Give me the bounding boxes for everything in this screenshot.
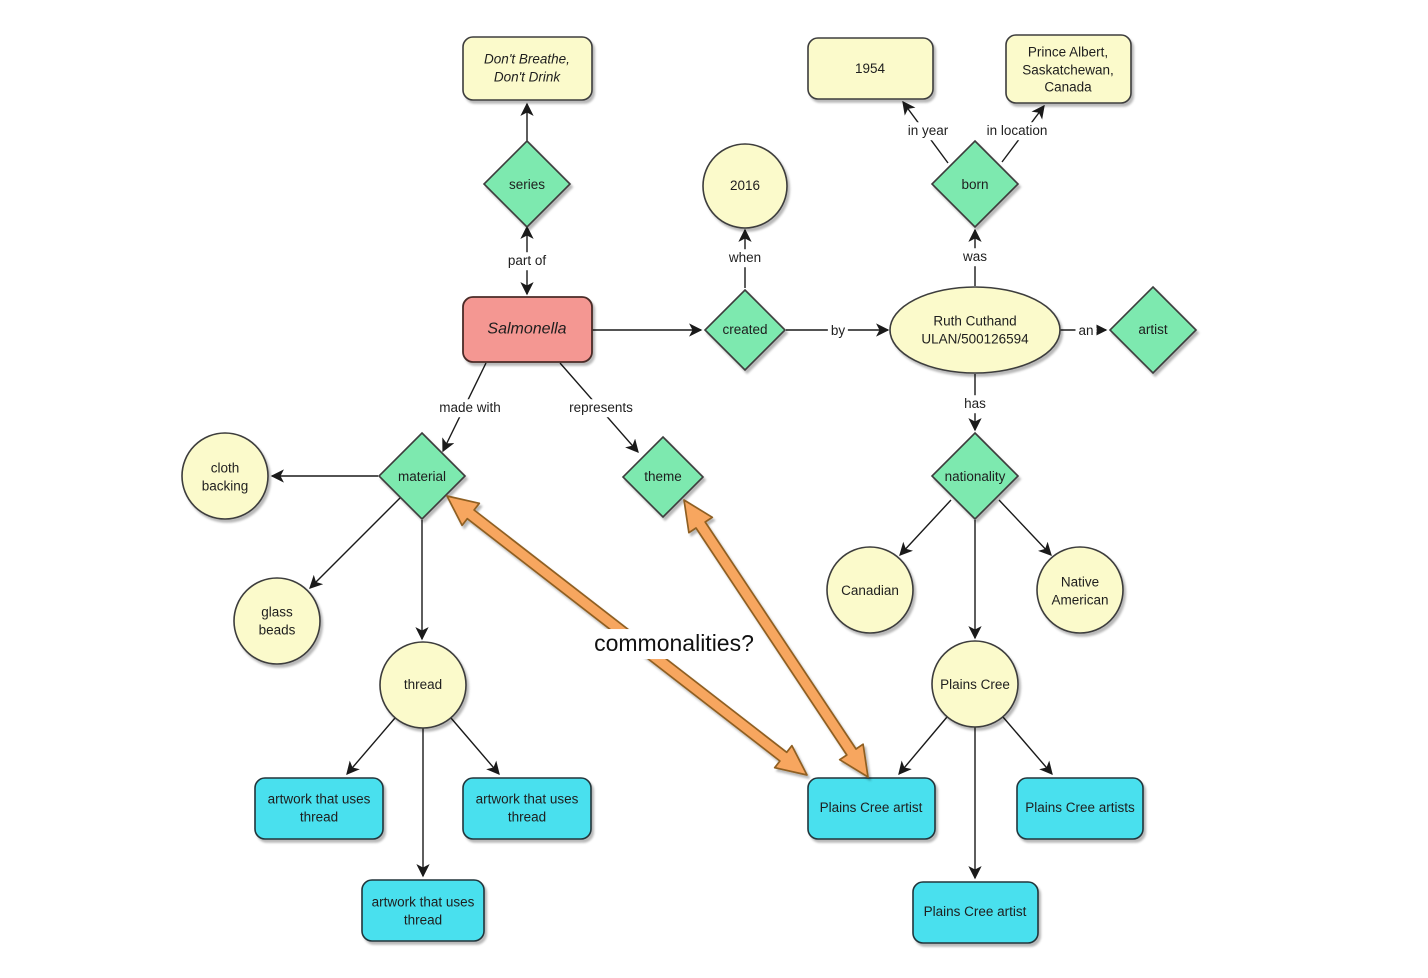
- node-label-2016: 2016: [729, 178, 761, 194]
- edge-label-represents: represents: [566, 399, 636, 417]
- node-salmonella-rect: [462, 296, 593, 363]
- node-label-material: material: [397, 469, 447, 485]
- node-plains-cree-circle: [931, 640, 1019, 728]
- node-born-diamond: [930, 139, 1020, 229]
- edge-label-in-location: in location: [983, 122, 1051, 140]
- edge-label-has: has: [961, 395, 989, 413]
- node-label-salmonella: Salmonella: [487, 320, 567, 338]
- node-canadian-circle: [826, 546, 914, 634]
- node-label-native-american: Native American: [1051, 574, 1109, 607]
- edge-label-was: was: [959, 248, 991, 266]
- edge-label-in-year: in year: [904, 122, 952, 140]
- edge-thread-to-artwork-left: [346, 717, 396, 776]
- node-native-american-circle: [1036, 546, 1124, 634]
- highlight-arrow-theme-plains-cree-artist: [683, 499, 869, 778]
- edge-nationality-to-canadian: [899, 499, 952, 556]
- node-label-plains-cree: Plains Cree: [940, 677, 1010, 693]
- node-artwork-thread-left-rect: [254, 777, 384, 840]
- node-dont-breathe-rect: [462, 36, 593, 101]
- node-material-diamond: [377, 431, 467, 521]
- node-thread-circle: [379, 641, 467, 729]
- node-plains-cree-artist-bottom-rect: [912, 881, 1039, 944]
- node-label-series: series: [508, 177, 546, 193]
- node-label-dont-breathe: Don't Breathe, Don't Drink: [484, 51, 570, 84]
- edge-label-made-with: made with: [436, 399, 504, 417]
- node-2016-circle: [702, 143, 788, 229]
- node-label-birthplace: Prince Albert, Saskatchewan, Canada: [1022, 44, 1114, 95]
- node-label-ruth-cuthand: Ruth Cuthand ULAN/500126594: [921, 313, 1029, 346]
- node-label-artwork-thread-right: artwork that uses thread: [475, 791, 579, 824]
- node-label-plains-cree-artist-top: Plains Cree artist: [819, 800, 923, 816]
- node-label-plains-cree-artists: Plains Cree artists: [1025, 800, 1135, 816]
- node-ruth-ellipse: [889, 286, 1061, 374]
- node-artist-diamond: [1108, 285, 1198, 375]
- node-artwork-thread-right-rect: [462, 777, 592, 840]
- edge-plains-cree-to-artists: [1002, 716, 1053, 776]
- edge-label-an: an: [1075, 322, 1097, 340]
- node-label-theme: theme: [644, 469, 682, 485]
- node-label-1954: 1954: [854, 61, 886, 77]
- edge-material-to-glass-beads: [309, 496, 402, 589]
- node-glass-beads-circle: [233, 577, 321, 665]
- node-cloth-backing-circle: [181, 432, 269, 520]
- edge-label-by: by: [827, 322, 849, 340]
- edge-label-part-of: part of: [504, 252, 550, 270]
- edge-label-when: when: [725, 249, 765, 267]
- node-birthplace-rect: [1005, 34, 1132, 104]
- node-label-glass-beads: glass beads: [258, 604, 296, 637]
- node-1954-rect: [807, 37, 934, 100]
- node-label-artist: artist: [1138, 322, 1168, 338]
- node-label-artwork-thread-bottom: artwork that uses thread: [371, 894, 475, 927]
- node-nationality-diamond: [930, 431, 1020, 521]
- node-label-canadian: Canadian: [841, 583, 899, 599]
- node-label-born: born: [961, 177, 989, 193]
- node-label-artwork-thread-left: artwork that uses thread: [267, 791, 371, 824]
- node-theme-diamond: [621, 435, 705, 519]
- edge-nationality-to-native-american: [998, 499, 1052, 556]
- edges-group: [270, 100, 1108, 880]
- node-label-nationality: nationality: [944, 469, 1006, 485]
- edge-plains-cree-to-artist-top: [898, 716, 948, 776]
- node-plains-cree-artist-top-rect: [807, 777, 936, 840]
- node-label-created: created: [722, 322, 768, 338]
- node-created-diamond: [703, 288, 787, 372]
- node-label-thread: thread: [403, 677, 443, 693]
- edge-thread-to-artwork-right: [450, 717, 500, 776]
- node-series-diamond: [482, 139, 572, 229]
- node-plains-cree-artists-rect: [1016, 777, 1144, 840]
- node-label-cloth-backing: cloth backing: [201, 460, 249, 493]
- node-artwork-thread-bottom-rect: [361, 879, 485, 942]
- annotation-commonalities: commonalities?: [588, 629, 760, 659]
- nodes-group: [181, 34, 1198, 944]
- node-label-plains-cree-artist-bottom: Plains Cree artist: [923, 904, 1027, 920]
